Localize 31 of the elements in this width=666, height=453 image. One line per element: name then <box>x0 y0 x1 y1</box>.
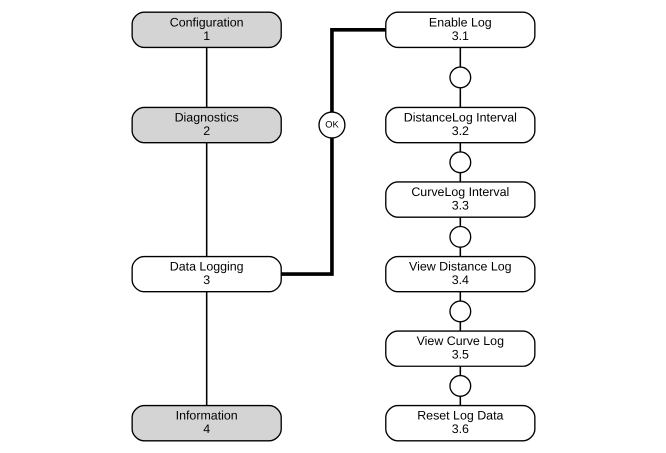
node-circle <box>448 226 471 248</box>
node-circle <box>448 374 471 397</box>
connector <box>459 48 461 67</box>
node-box: View Curve Log 3.5 <box>384 330 536 367</box>
connector <box>459 292 461 301</box>
connector <box>459 217 461 226</box>
connector <box>205 292 207 406</box>
connector <box>330 28 386 112</box>
node-box: Information 4 <box>130 404 282 442</box>
node-box: View Distance Log 3.4 <box>384 256 536 292</box>
node-circle <box>448 151 471 174</box>
node-box: DistanceLog Interval 3.2 <box>384 106 536 144</box>
connector <box>205 48 207 108</box>
connector <box>459 366 461 376</box>
connector <box>280 138 334 276</box>
node-box: CurveLog Interval 3.3 <box>384 181 536 218</box>
connector <box>459 172 461 182</box>
connector <box>459 396 461 406</box>
node-circle <box>448 66 471 88</box>
connector <box>205 142 207 256</box>
node-circle: OK <box>318 111 346 139</box>
node-box: Diagnostics 2 <box>130 106 282 144</box>
node-box: Reset Log Data 3.6 <box>384 404 536 442</box>
connector <box>459 88 461 108</box>
node-box: Enable Log 3.1 <box>384 12 536 48</box>
connector <box>459 322 461 331</box>
connector <box>459 142 461 152</box>
node-box: Configuration 1 <box>130 12 282 48</box>
node-box: Data Logging 3 <box>130 256 282 292</box>
node-circle <box>448 300 471 322</box>
connector <box>459 247 461 256</box>
